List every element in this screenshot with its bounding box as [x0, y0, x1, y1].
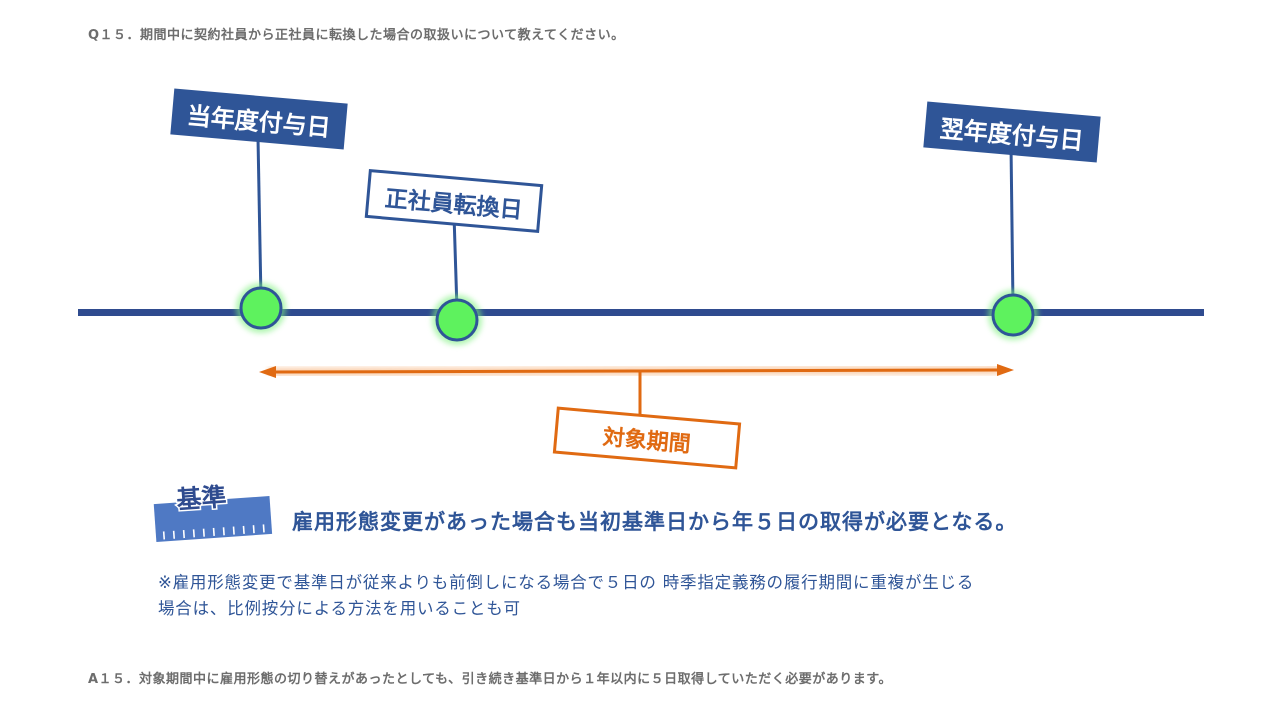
answer-text: A１５．対象期間中に雇用形態の切り替えがあったとしても、引き続き基準日から１年以…	[88, 672, 892, 687]
marker-conversion-date: 正社員転換日	[364, 168, 544, 345]
main-message: 雇用形態変更があった場合も当初基準日から年５日の取得が必要となる。	[292, 510, 1018, 534]
marker-current-year-grant: 当年度付与日	[170, 88, 348, 333]
marker-dot-current-year	[239, 286, 283, 330]
timeline-axis	[78, 309, 1204, 316]
criterion-badge-label: 基準	[176, 482, 228, 514]
marker-dot-next-year	[991, 293, 1035, 337]
period-arrow-line	[271, 368, 1001, 374]
connector-current-year	[256, 137, 263, 301]
period-arrow-head-left	[259, 366, 276, 378]
period-arrow-head-right	[997, 364, 1014, 376]
connector-next-year	[1009, 144, 1015, 307]
marker-next-year-grant: 翌年度付与日	[923, 101, 1101, 340]
question-text: Q１５．期間中に契約社員から正社員に転換した場合の取扱いについて教えてください。	[88, 28, 625, 43]
note-text: ※雇用形態変更で基準日が従来よりも前倒しになる場合で５日の 時季指定義務の履行期…	[158, 570, 974, 622]
criterion-badge: 基準	[153, 481, 273, 543]
note-line-1: ※雇用形態変更で基準日が従来よりも前倒しになる場合で５日の 時季指定義務の履行期…	[158, 573, 975, 592]
note-line-2: 場合は、比例按分による方法を用いることも可	[158, 599, 521, 618]
target-period-arrow: 対象期間	[259, 364, 1014, 470]
marker-dot-conversion	[435, 298, 479, 342]
connector-conversion	[452, 214, 459, 311]
